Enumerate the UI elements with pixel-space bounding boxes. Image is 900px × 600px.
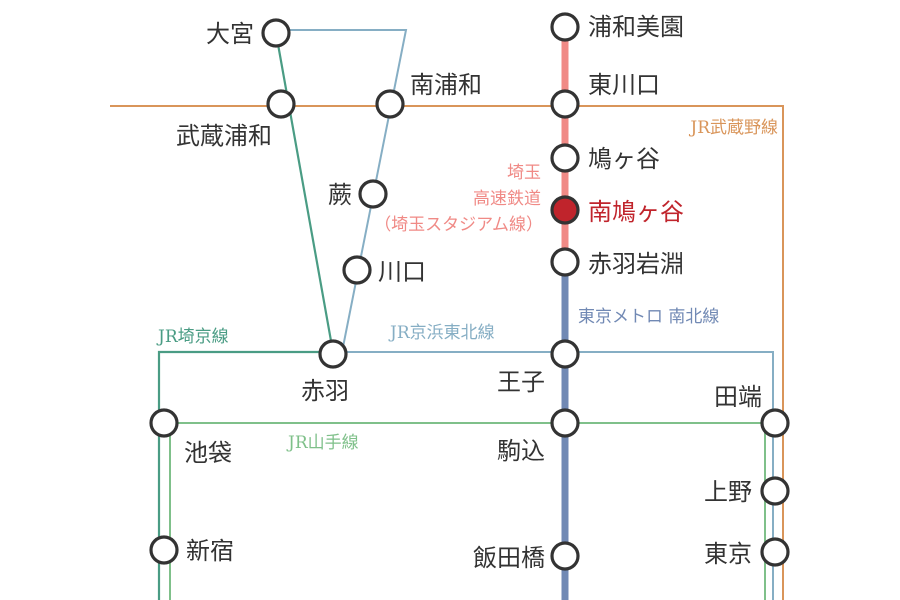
svg-text:南浦和: 南浦和 [410,71,482,99]
svg-text:王子: 王子 [497,368,545,396]
station-shinjuku[interactable]: 新宿 [149,535,234,565]
station-omiya[interactable]: 大宮 [206,18,291,48]
station-iidabashi[interactable]: 飯田橋 [473,541,580,572]
station-minami-hatogaya[interactable]: 南鳩ヶ谷 [550,195,684,226]
svg-text:南鳩ヶ谷: 南鳩ヶ谷 [588,198,684,226]
musashino-line [110,105,784,600]
svg-text:赤羽岩淵: 赤羽岩淵 [588,250,684,278]
saitama-railway-label-3: （埼玉スタジアム線） [374,215,543,235]
svg-text:上野: 上野 [704,478,752,506]
station-warabi[interactable]: 蕨 [328,179,388,209]
station-ueno[interactable]: 上野 [704,476,790,506]
svg-text:駒込: 駒込 [497,437,545,465]
station-tokyo[interactable]: 東京 [704,537,790,568]
saikyo-line [157,32,335,600]
station-higashi-kawaguchi[interactable]: 東川口 [550,71,660,119]
station-ikebukuro[interactable]: 池袋 [149,408,232,467]
yamanote-label: JR山手線 [286,433,359,453]
station-akabane-iwabuchi[interactable]: 赤羽岩淵 [550,247,684,278]
svg-text:飯田橋: 飯田橋 [473,544,545,572]
saitama-railway-label-1: 埼玉 [507,163,541,183]
namboku-label: 東京メトロ 南北線 [578,307,719,327]
keihin-tohoku-label: JR京浜東北線 [388,323,495,343]
svg-text:武蔵浦和: 武蔵浦和 [176,122,272,150]
svg-text:池袋: 池袋 [184,439,232,467]
station-tabata[interactable]: 田端 [714,383,790,438]
svg-text:赤羽: 赤羽 [301,377,349,405]
station-komagome[interactable]: 駒込 [497,408,580,465]
station-kawaguchi[interactable]: 川口 [342,255,426,286]
saikyo-label: JR埼京線 [156,327,229,347]
musashino-label: JR武蔵野線 [688,118,778,138]
station-akabane[interactable]: 赤羽 [301,339,349,405]
station-musashi-urawa[interactable]: 武蔵浦和 [176,89,296,150]
svg-text:大宮: 大宮 [206,20,254,48]
station-oji[interactable]: 王子 [497,339,580,396]
svg-text:川口: 川口 [378,258,426,286]
svg-text:新宿: 新宿 [186,537,234,565]
saitama-railway-label-2: 高速鉄道 [473,189,541,209]
yamanote-line [169,422,766,600]
station-urawa-misono[interactable]: 浦和美園 [550,12,684,42]
svg-text:東京: 東京 [704,540,752,568]
station-hatogaya[interactable]: 鳩ヶ谷 [550,143,660,173]
svg-text:田端: 田端 [714,383,762,411]
svg-text:蕨: 蕨 [328,181,352,209]
station-minami-urawa[interactable]: 南浦和 [375,71,482,119]
svg-text:東川口: 東川口 [588,71,660,99]
svg-text:浦和美園: 浦和美園 [588,13,684,41]
svg-text:鳩ヶ谷: 鳩ヶ谷 [588,145,660,173]
